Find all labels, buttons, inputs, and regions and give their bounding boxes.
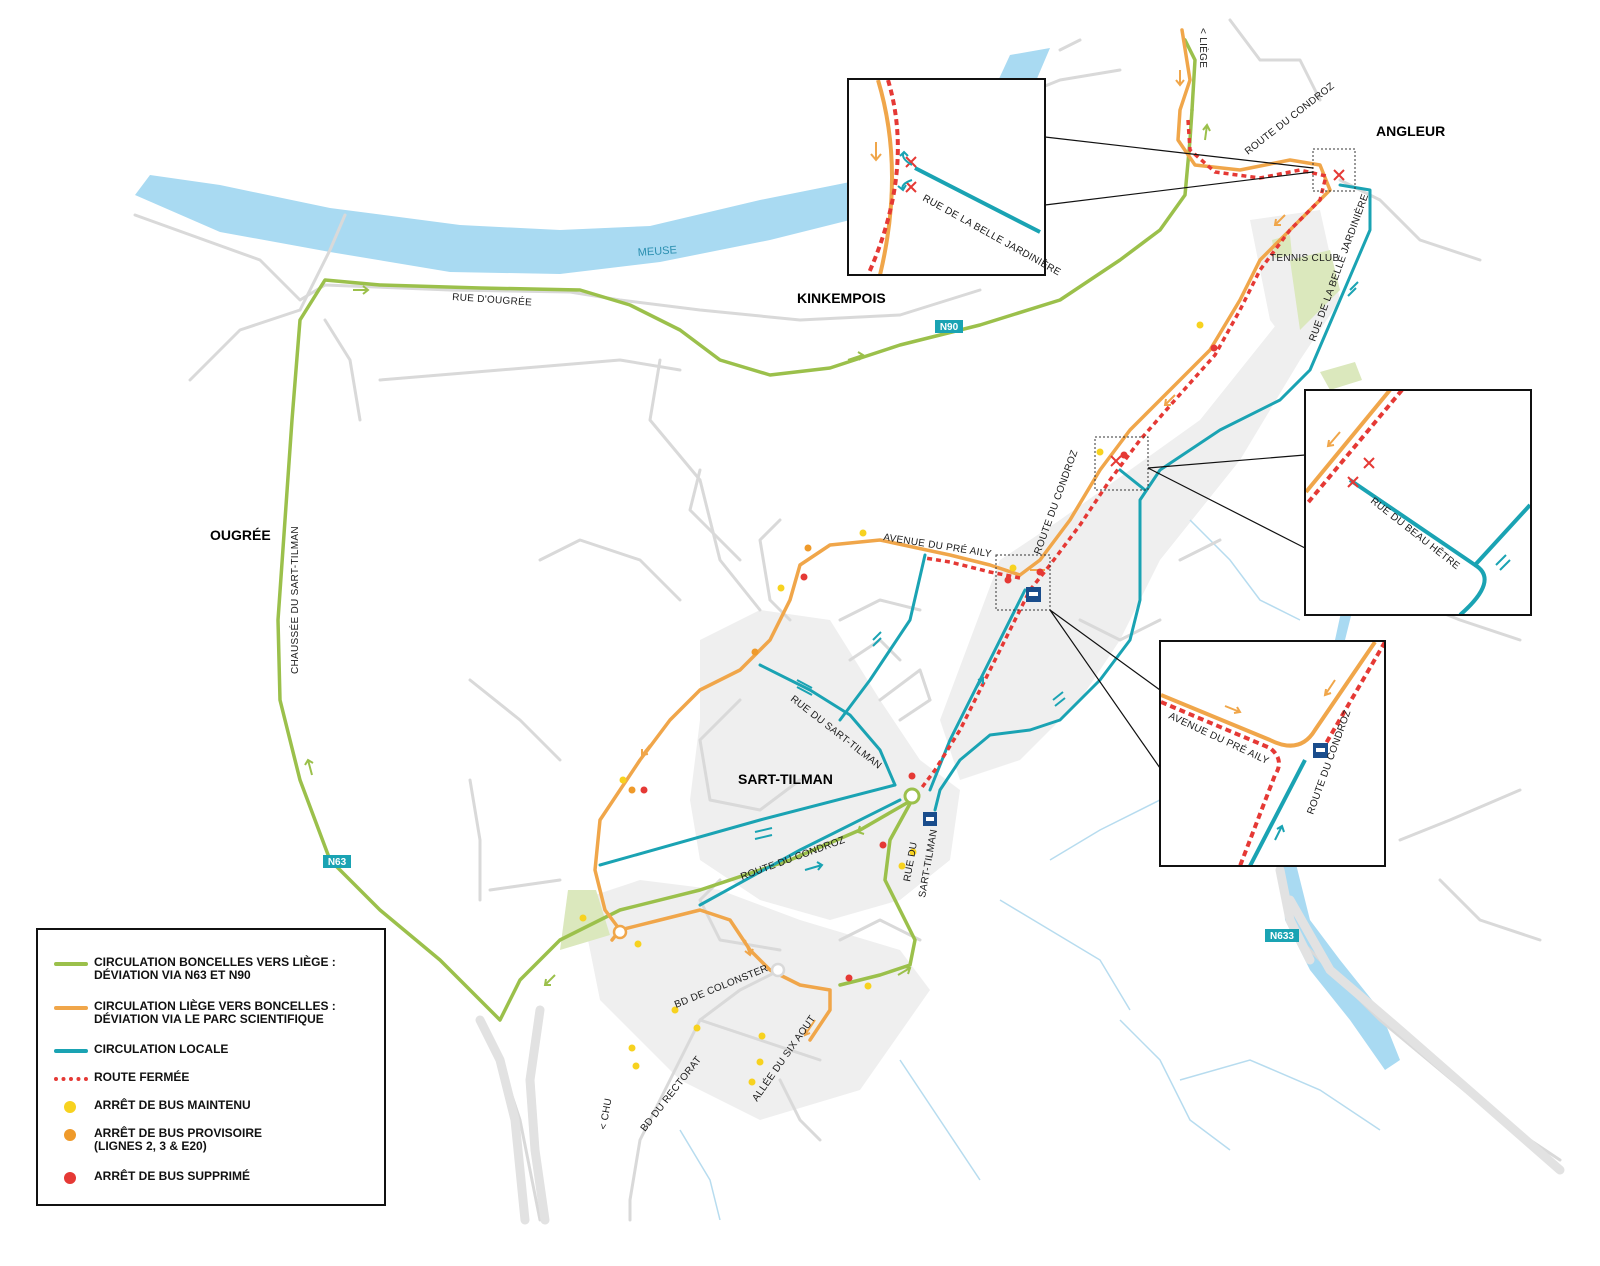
place-ougree: OUGRÉE — [210, 527, 271, 543]
label-liege: < LIÈGE — [1197, 28, 1210, 68]
legend-label-closed: ROUTE FERMÉE — [94, 1070, 190, 1084]
legend-swatch-teal — [54, 1049, 88, 1053]
meuse-label: MEUSE — [637, 244, 677, 259]
legend-label-dark-orange: ARRÊT DE BUS PROVISOIRE (LIGNES 2, 3 & E… — [94, 1126, 263, 1153]
legend-item-yellow: ARRÊT DE BUS MAINTENU — [52, 1099, 364, 1115]
no-entry-sign — [923, 587, 1041, 826]
bus-stops-removed — [640, 344, 1218, 982]
legend-label-green: CIRCULATION BONCELLES VERS LIÈGE : DÉVIA… — [94, 955, 336, 982]
roundabout-2 — [612, 924, 628, 940]
svg-text:N90: N90 — [940, 322, 959, 333]
inset-1: RUE DE LA BELLE JARDINIÈRE — [847, 78, 1063, 278]
roundabout — [903, 787, 921, 805]
meuse-river — [135, 48, 1050, 274]
place-sart-tilman: SART-TILMAN — [738, 771, 833, 787]
closure-x-markers — [1110, 169, 1345, 467]
legend-label-orange: CIRCULATION LIÈGE VERS BONCELLES : DÉVIA… — [94, 999, 336, 1026]
legend-swatch-orange — [54, 1006, 88, 1010]
legend-item-teal: CIRCULATION LOCALE — [52, 1043, 364, 1059]
bus-stops-maintained — [579, 321, 1204, 1086]
legend-swatch-red — [64, 1172, 76, 1184]
svg-text:N63: N63 — [328, 857, 347, 868]
green-route — [276, 38, 1197, 1022]
legend-label-teal: CIRCULATION LOCALE — [94, 1042, 229, 1056]
legend-label-yellow: ARRÊT DE BUS MAINTENU — [94, 1098, 251, 1112]
legend-item-red: ARRÊT DE BUS SUPPRIMÉ — [52, 1170, 364, 1186]
label-pre-aily: AVENUE DU PRÉ AILY — [883, 530, 993, 560]
legend-swatch-yellow — [64, 1101, 76, 1113]
direction-arrows — [304, 70, 1359, 1037]
legend-label-red: ARRÊT DE BUS SUPPRIMÉ — [94, 1169, 251, 1183]
legend-item-closed: ROUTE FERMÉE — [52, 1071, 364, 1087]
inset-3: AVENUE DU PRÉ AILY ROUTE DU CONDROZ — [1159, 640, 1386, 867]
svg-text:N633: N633 — [1270, 931, 1294, 942]
shield-n63: N63 — [323, 855, 351, 868]
place-kinkempois: KINKEMPOIS — [797, 290, 886, 306]
label-route-condroz-top: ROUTE DU CONDROZ — [1243, 81, 1337, 158]
bus-stops-temporary — [628, 544, 812, 794]
inset-indicators — [995, 148, 1356, 611]
closed-route — [918, 119, 1329, 792]
inset-2: RUE DU BEAU HÊTRE — [1304, 389, 1532, 616]
roundabout-3 — [770, 962, 786, 978]
place-angleur: ANGLEUR — [1376, 123, 1445, 139]
shield-n90: N90 — [935, 320, 963, 333]
label-tennis: TENNIS CLUB — [1270, 253, 1339, 264]
legend-item-dark-orange: ARRÊT DE BUS PROVISOIRE (LIGNES 2, 3 & E… — [52, 1127, 294, 1153]
label-chaussee: CHAUSSÉE DU SART-TILMAN — [288, 526, 301, 674]
inset-connectors — [1044, 136, 1314, 769]
legend-swatch-closed — [54, 1077, 88, 1081]
legend-item-green: CIRCULATION BONCELLES VERS LIÈGE : DÉVIA… — [52, 956, 364, 982]
streams — [679, 519, 1381, 1221]
legend-swatch-green — [54, 962, 88, 966]
motorway — [475, 865, 1565, 1225]
label-chu: < CHU — [598, 1097, 614, 1130]
legend: CIRCULATION BONCELLES VERS LIÈGE : DÉVIA… — [36, 928, 386, 1206]
label-rue-ougree: RUE D'OUGRÉE — [452, 290, 533, 309]
legend-item-orange: CIRCULATION LIÈGE VERS BONCELLES : DÉVIA… — [52, 1000, 364, 1026]
shield-n633: N633 — [1265, 929, 1299, 942]
legend-swatch-dark-orange — [64, 1129, 76, 1141]
